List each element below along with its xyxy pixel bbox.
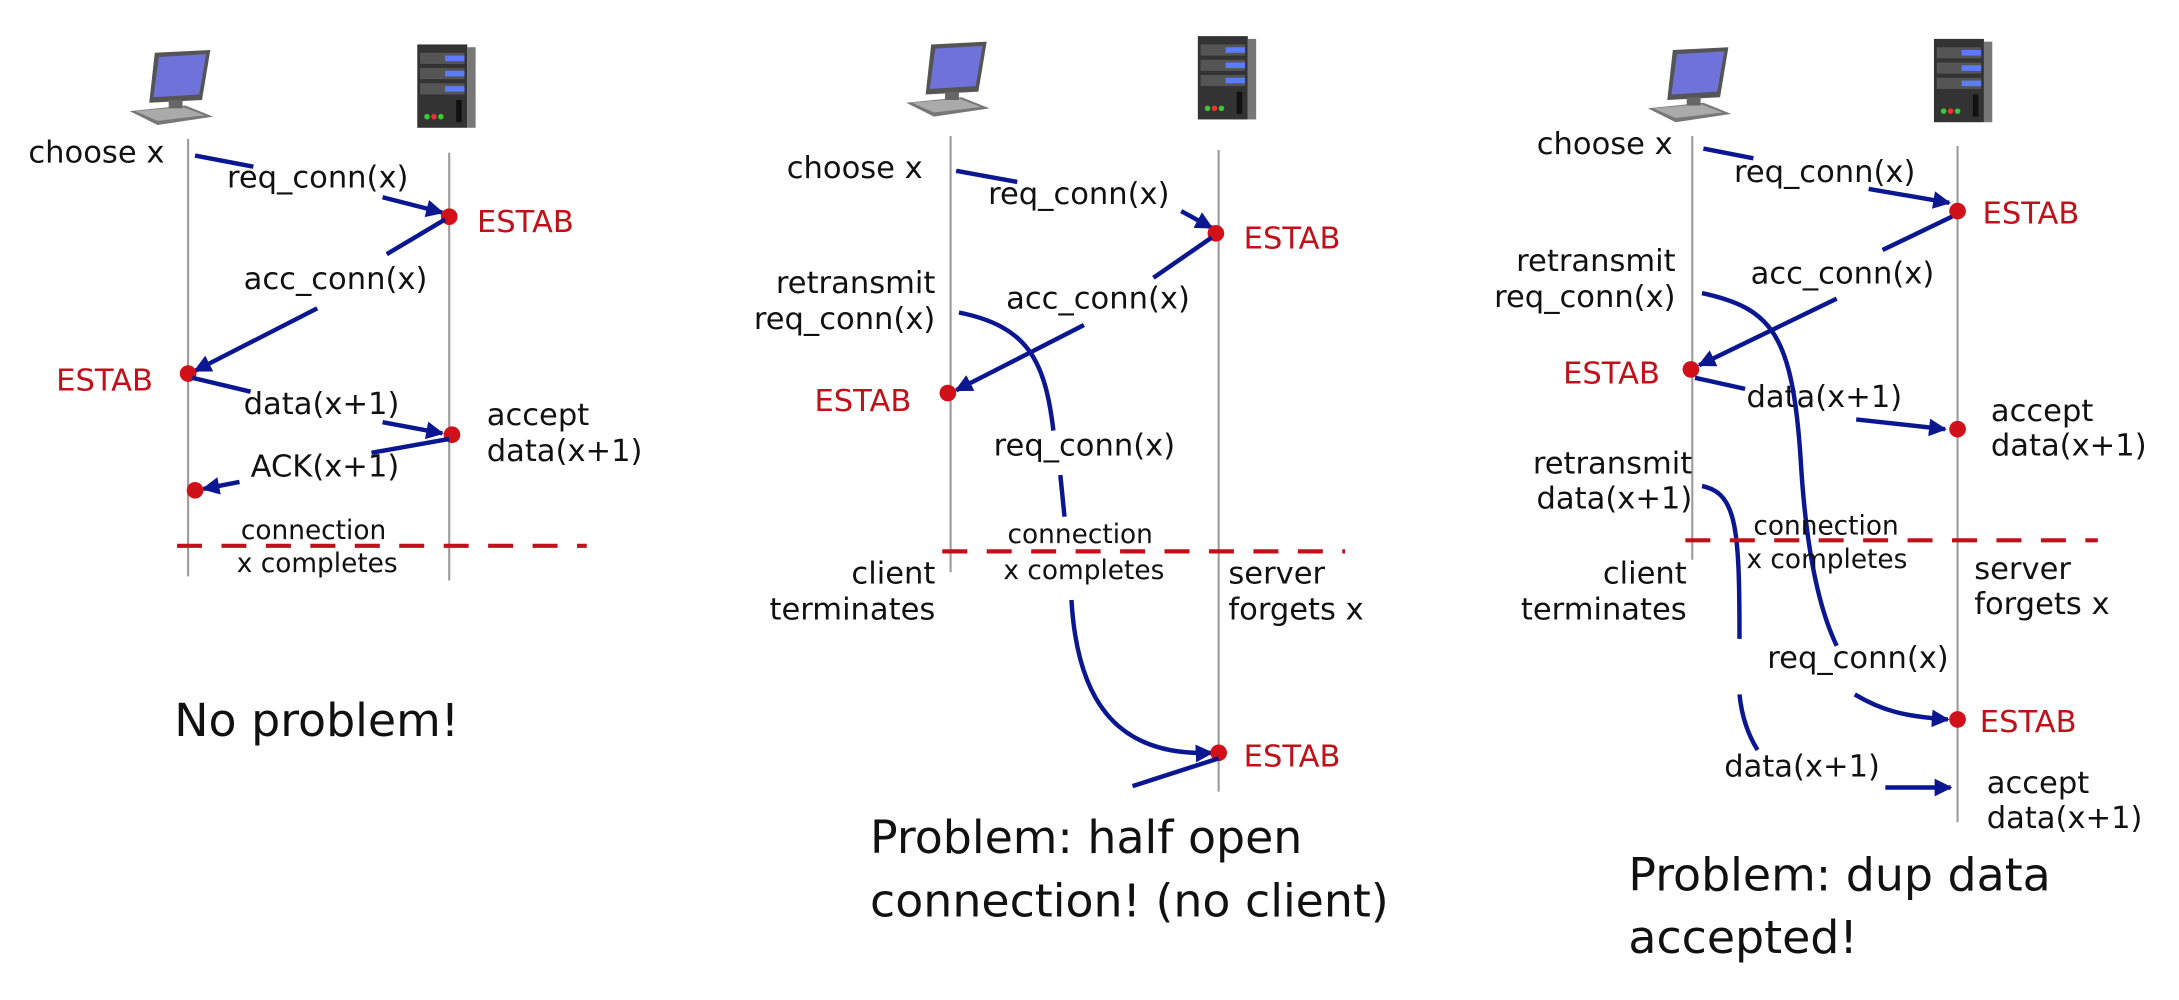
server-accept-dot — [1949, 420, 1966, 438]
label-x-completes: x completes — [237, 549, 398, 579]
label-connection: connection — [1008, 520, 1153, 550]
label-choose-x: choose x — [28, 136, 164, 171]
label-ack: ACK(x+1) — [251, 449, 400, 484]
dup-data-curve-1 — [1701, 483, 1742, 639]
label-estab-server: ESTAB — [1983, 197, 2080, 232]
caption-line-2: accepted! — [1628, 910, 1857, 964]
label-accept-dup: accept — [1987, 766, 2089, 801]
label-estab-late: ESTAB — [1244, 740, 1341, 775]
label-data: data(x+1) — [244, 387, 400, 422]
server-late-estab-dot — [1949, 711, 1966, 728]
data-arrow — [382, 420, 445, 440]
caption-line-1: Problem: dup data — [1628, 847, 2050, 901]
server-estab-dot — [1949, 202, 1966, 220]
ack-arrow — [201, 477, 240, 495]
acc-arrow-start — [1881, 214, 1953, 253]
data-arrow-start — [191, 375, 252, 394]
dup-req-curve-1 — [1701, 290, 1839, 647]
server-late-estab-dot — [1210, 744, 1227, 762]
label-forgets-x: forgets x — [1974, 587, 2109, 622]
dup-req-curve-2 — [1058, 474, 1067, 517]
req-arrow-start — [955, 168, 1018, 185]
label-accept: accept — [1991, 394, 2093, 429]
label-estab-server: ESTAB — [1244, 222, 1341, 257]
caption: No problem! — [174, 693, 459, 747]
laptop-icon — [129, 50, 214, 125]
label-req-conn: req_conn(x) — [227, 161, 408, 196]
label-accept-data: data(x+1) — [487, 434, 643, 469]
dup-req-curve-1 — [958, 310, 1056, 431]
label-estab-client: ESTAB — [56, 363, 153, 398]
acc-arrow — [193, 306, 319, 373]
caption-line-2: connection! (no client) — [870, 874, 1389, 928]
client-estab-dot — [939, 384, 957, 402]
label-estab-client: ESTAB — [815, 384, 912, 419]
label-dup-req-conn: req_conn(x) — [1767, 641, 1948, 676]
label-estab-late: ESTAB — [1980, 705, 2077, 740]
server-icon — [417, 44, 476, 128]
label-choose-x: choose x — [1537, 127, 1673, 162]
label-forgets-x: forgets x — [1228, 592, 1363, 627]
label-retransmit: retransmit — [776, 266, 935, 301]
label-server: server — [1974, 552, 2071, 587]
req-arrow — [382, 195, 445, 218]
label-retransmit-req: req_conn(x) — [754, 302, 935, 337]
label-server: server — [1228, 556, 1325, 591]
data-arrow-start — [1694, 375, 1746, 392]
label-connection: connection — [1753, 512, 1898, 542]
laptop-icon — [906, 41, 990, 117]
label-connection: connection — [241, 516, 386, 546]
label-dup-data: data(x+1) — [1724, 749, 1880, 784]
label-acc-conn: acc_conn(x) — [244, 262, 428, 297]
label-accept: accept — [487, 398, 589, 433]
label-terminates: terminates — [1521, 592, 1687, 627]
req-arrow — [1180, 209, 1214, 230]
label-retransmit-data: retransmit — [1533, 447, 1692, 482]
label-req-conn: req_conn(x) — [988, 177, 1169, 212]
label-choose-x: choose x — [787, 151, 923, 186]
acc-arrow — [954, 323, 1085, 393]
label-x-completes: x completes — [1003, 556, 1164, 586]
panel-dup-data: choose x req_conn(x) ESTAB acc_conn(x) E… — [1494, 38, 2147, 964]
label-client: client — [1603, 556, 1687, 591]
laptop-icon — [1647, 47, 1732, 123]
server-icon — [1933, 38, 1993, 123]
acc-arrow — [1697, 296, 1838, 368]
dup-req-curve-3 — [1069, 599, 1214, 763]
label-retransmit: retransmit — [1516, 244, 1675, 279]
label-estab-server: ESTAB — [477, 205, 574, 240]
label-accept-dup-data: data(x+1) — [1987, 801, 2143, 836]
ack-arrow-start — [371, 436, 450, 455]
req-arrow-start — [194, 153, 254, 169]
label-data: data(x+1) — [1746, 380, 1902, 415]
panel-no-problem: choose x req_conn(x) ESTAB acc_conn(x) E… — [28, 44, 642, 747]
req-arrow-start — [1702, 146, 1754, 161]
dup-data-curve-2 — [1737, 694, 1760, 752]
label-x-completes: x completes — [1746, 545, 1907, 575]
panel-half-open: choose x req_conn(x) ESTAB acc_conn(x) E… — [754, 36, 1389, 928]
dup-req-curve-2 — [1853, 692, 1950, 728]
label-acc-conn: acc_conn(x) — [1006, 281, 1190, 316]
data-arrow — [1855, 417, 1947, 437]
label-client: client — [851, 556, 935, 591]
acc-arrow-start — [385, 217, 447, 257]
label-terminates: terminates — [770, 592, 936, 627]
label-estab-client: ESTAB — [1563, 356, 1660, 391]
server-outgoing-line — [1131, 756, 1220, 789]
label-accept-data: data(x+1) — [1991, 429, 2147, 464]
label-acc-conn: acc_conn(x) — [1751, 256, 1935, 291]
caption-line-1: Problem: half open — [870, 810, 1302, 864]
server-icon — [1197, 36, 1257, 120]
req-arrow — [1868, 186, 1951, 209]
client-estab-dot — [1682, 361, 1700, 378]
label-dup-req-conn: req_conn(x) — [994, 429, 1175, 464]
label-retransmit-req: req_conn(x) — [1494, 280, 1675, 315]
label-retransmit-data-value: data(x+1) — [1537, 481, 1693, 516]
acc-arrow-start — [1152, 235, 1213, 280]
label-req-conn: req_conn(x) — [1734, 155, 1915, 190]
client-ack-dot — [186, 481, 204, 499]
